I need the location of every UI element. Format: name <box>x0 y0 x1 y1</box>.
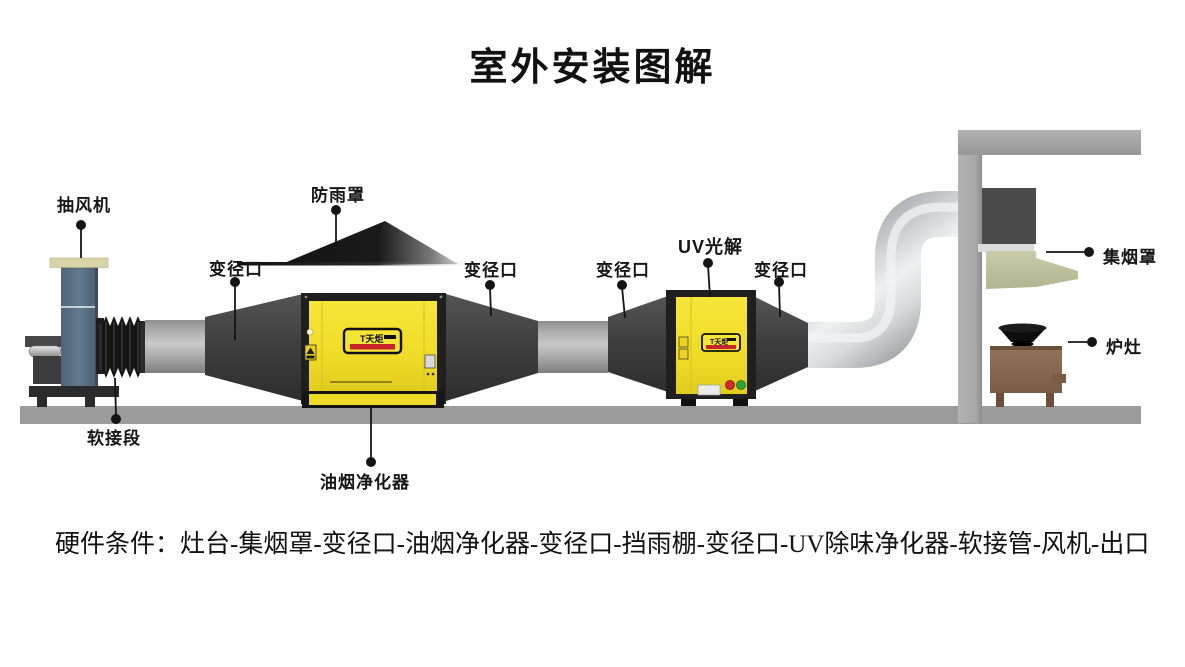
oil-fume-purifier-unit: T天炬 <box>301 293 446 408</box>
brand-badge: T天炬 <box>342 327 403 355</box>
duct-outlet-box <box>982 188 1036 244</box>
stove <box>990 346 1066 407</box>
label-reducer-4: 变径口 <box>754 261 808 280</box>
stop-button <box>725 380 735 390</box>
hardware-requirements-text: 硬件条件：灶台-集烟罩-变径口-油烟净化器-变径口-挡雨棚-变径口-UV除味净化… <box>55 531 1150 558</box>
start-button <box>736 380 746 390</box>
leader-lines <box>80 212 1087 459</box>
smoke-hood <box>986 251 1078 289</box>
label-reducer-3: 变径口 <box>596 261 650 280</box>
label-stove: 炉灶 <box>1106 338 1142 357</box>
floor <box>20 406 1141 424</box>
reducer-cone-2 <box>446 294 538 401</box>
brand-logo-text: T天炬 <box>360 333 384 344</box>
indicator-lamp-icon <box>306 328 314 336</box>
label-exhaust-fan: 抽风机 <box>57 196 111 215</box>
label-reducer-2: 变径口 <box>464 261 518 280</box>
warning-sticker-icon <box>304 344 317 361</box>
label-soft-joint: 软接段 <box>87 429 141 448</box>
rain-cover <box>237 221 469 266</box>
wall <box>958 130 982 423</box>
control-panel <box>424 354 436 376</box>
label-reducer-1: 变径口 <box>209 260 263 279</box>
label-rain-cover: 防雨罩 <box>311 186 365 205</box>
flexible-connector <box>99 316 146 378</box>
exhaust-fan <box>25 257 119 407</box>
warning-sticker-icon <box>678 336 689 360</box>
uv-photolysis-unit: T天炬 <box>666 290 756 406</box>
ceiling-beam <box>958 130 1141 155</box>
chimney-pipe-highlight <box>806 202 992 343</box>
reducer-cone-1 <box>205 294 303 401</box>
label-oil-fume-purifier: 油烟净化器 <box>320 473 410 492</box>
leader-dots <box>76 205 1097 467</box>
label-uv-unit: UV光解 <box>678 237 744 257</box>
name-plate <box>697 384 721 396</box>
chimney-pipe <box>806 191 992 368</box>
hood-neck <box>978 244 1034 252</box>
reducer-cone-3 <box>608 296 668 392</box>
reducer-cone-4 <box>755 297 808 391</box>
page-title: 室外安装图解 <box>469 47 716 89</box>
brand-logo-text: T天炬 <box>710 337 728 346</box>
wok <box>998 323 1047 347</box>
duct-segment-2 <box>538 321 608 373</box>
purifier-drawer <box>302 391 444 408</box>
label-smoke-hood: 集烟罩 <box>1103 248 1157 267</box>
duct-segment-1 <box>145 320 206 373</box>
brand-badge: T天炬 <box>701 333 741 352</box>
